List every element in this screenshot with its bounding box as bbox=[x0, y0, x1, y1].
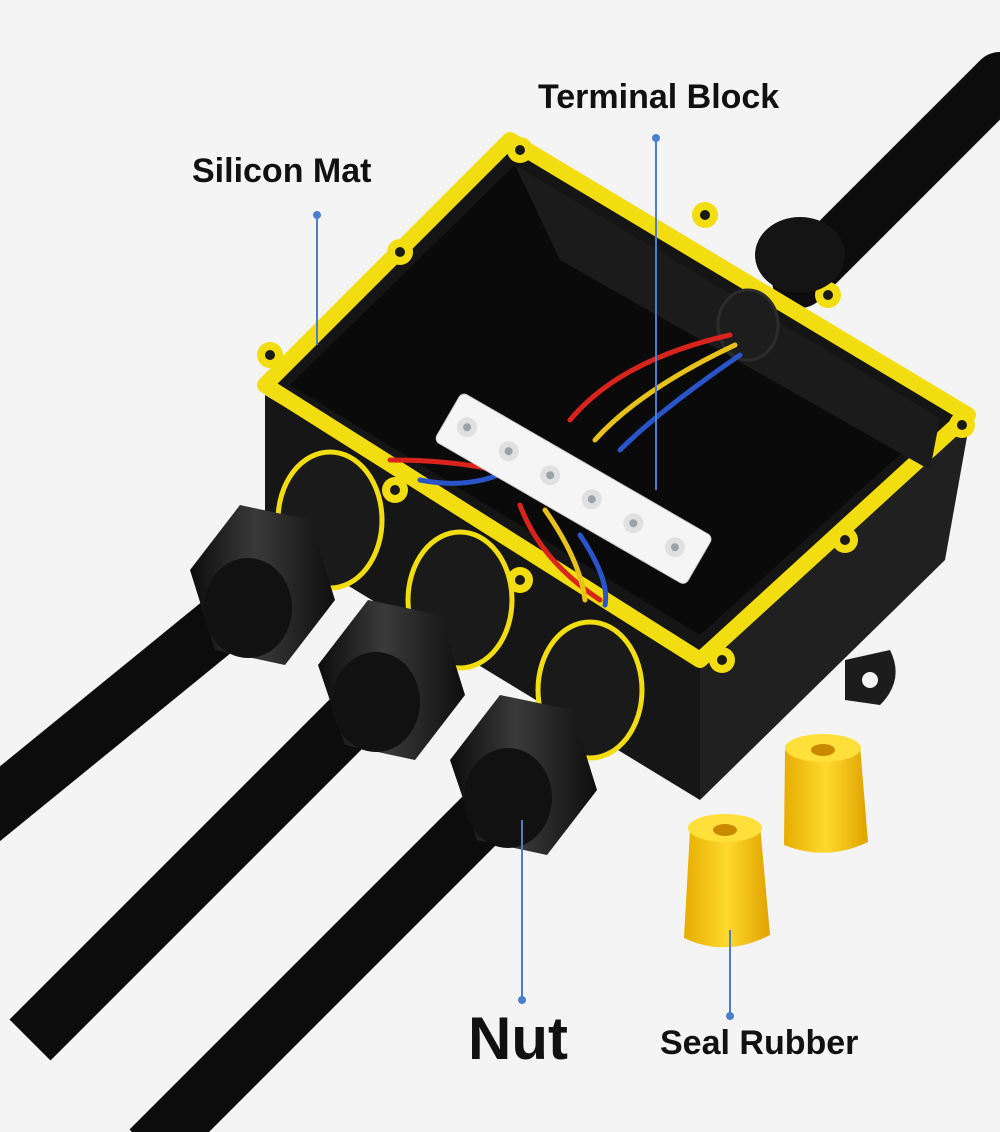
seal-rubber-2 bbox=[684, 814, 770, 948]
cable-gland-3 bbox=[450, 619, 645, 855]
nut-label: Nut bbox=[468, 1005, 568, 1072]
cable-left-3 bbox=[129, 779, 521, 1132]
cable-left-1 bbox=[0, 577, 269, 842]
cable-gland-2 bbox=[318, 529, 515, 760]
seal-rubber-1 bbox=[784, 734, 868, 853]
cable-gland-right bbox=[716, 217, 845, 362]
silicon-mat-label: Silicon Mat bbox=[192, 152, 372, 190]
cable-gland-1 bbox=[190, 449, 385, 665]
enclosure-cavity bbox=[290, 165, 940, 635]
terminal-block bbox=[435, 393, 712, 584]
terminal-block-label: Terminal Block bbox=[538, 78, 780, 116]
wires bbox=[387, 332, 743, 608]
leader-lines bbox=[313, 134, 734, 1020]
cables bbox=[0, 52, 1000, 1132]
cable-left-2 bbox=[9, 679, 391, 1061]
seal-rubber-label: Seal Rubber bbox=[660, 1024, 859, 1062]
enclosure-right-wall bbox=[700, 420, 970, 800]
